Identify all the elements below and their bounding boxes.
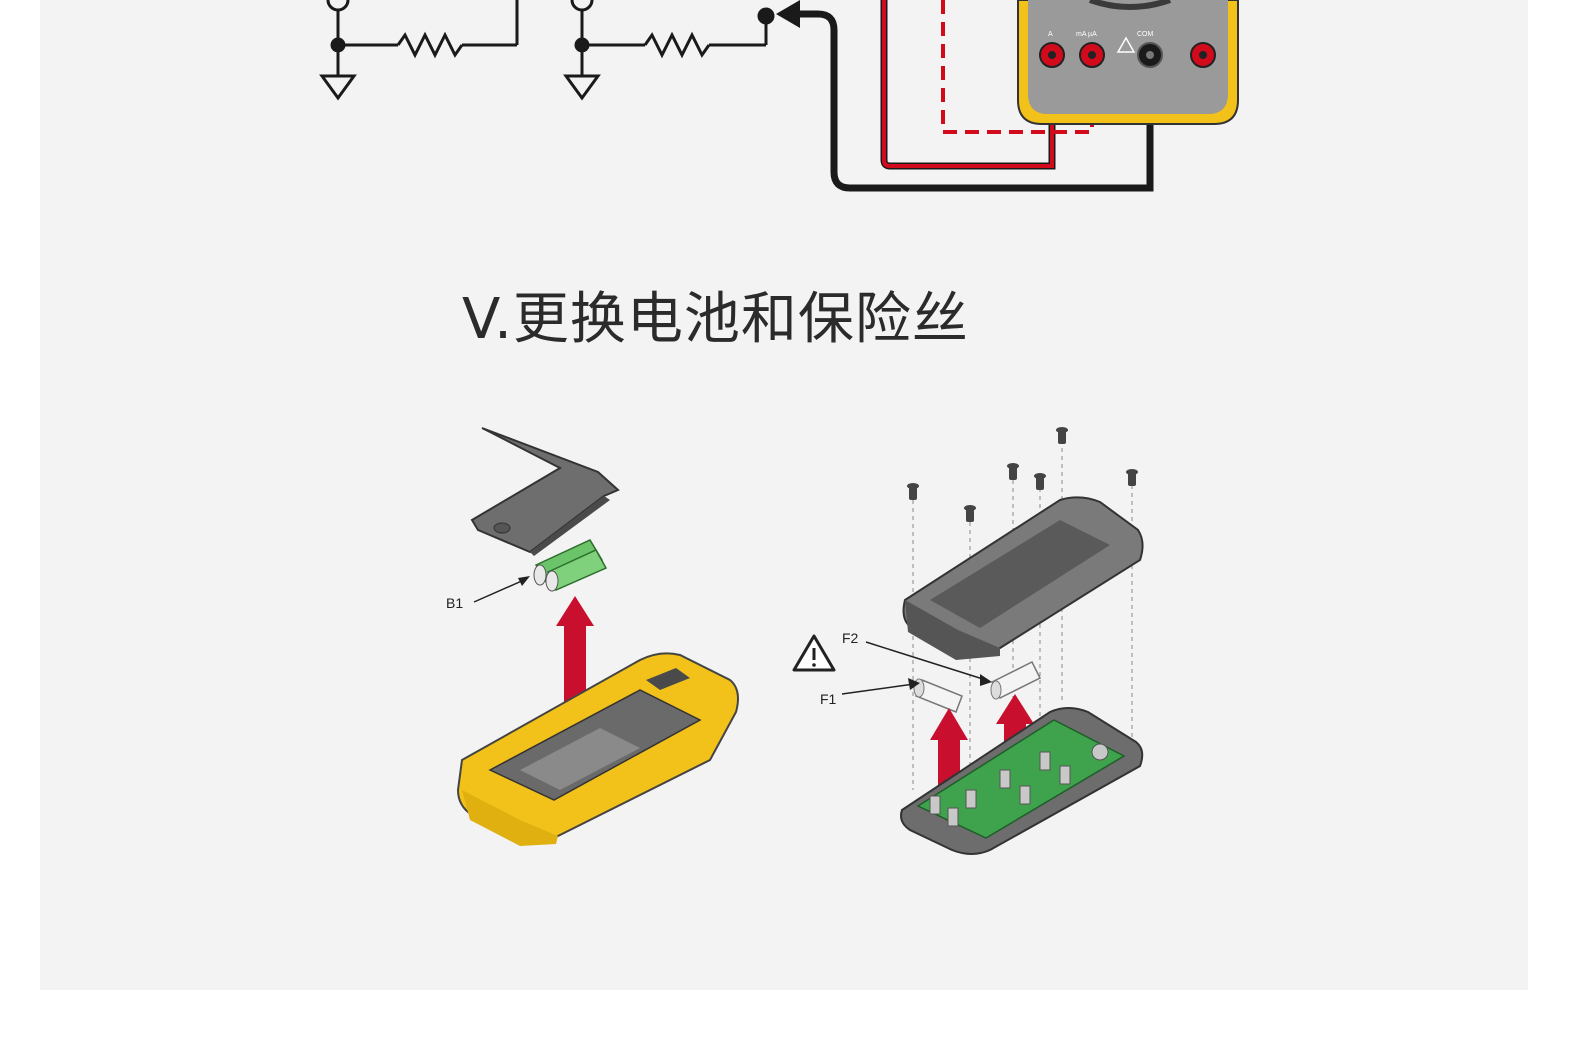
resistor-symbol	[643, 31, 711, 59]
label-f1: F1	[820, 691, 837, 707]
current-source-symbol-right	[570, 0, 594, 12]
rotary-dial-edge	[1089, 0, 1171, 10]
current-source-symbol-left	[326, 0, 350, 12]
black-test-lead	[776, 0, 1154, 192]
jack-label-com: COM	[1137, 31, 1154, 38]
ground-symbol	[563, 74, 601, 101]
screws	[907, 427, 1138, 522]
label-f2: F2	[842, 630, 859, 646]
ground-symbol	[319, 74, 357, 101]
warning-icon-small	[1116, 36, 1136, 53]
resistor-symbol	[396, 31, 464, 59]
fuse-f2	[990, 660, 1042, 700]
probe-point	[757, 7, 775, 25]
fuse-f1	[913, 678, 963, 713]
board-components	[929, 743, 1109, 827]
jack-label-ma-ua: mA µA	[1076, 31, 1097, 38]
lead-arrow-head	[776, 0, 800, 28]
battery-replacement-illustration: B1	[446, 427, 739, 846]
page-panel	[40, 0, 1528, 990]
battery-door	[470, 427, 620, 554]
jack-label-a: A	[1048, 31, 1053, 38]
section-title: V.更换电池和保险丝	[462, 287, 969, 352]
label-b1: B1	[446, 595, 463, 611]
warning-icon	[792, 634, 836, 672]
fuse-replacement-illustration: F2 F1	[792, 427, 1144, 855]
circuit-schematic	[319, 0, 775, 101]
battery-b1	[533, 539, 608, 592]
multimeter-jack-panel: A mA µA COM	[1017, 0, 1239, 125]
